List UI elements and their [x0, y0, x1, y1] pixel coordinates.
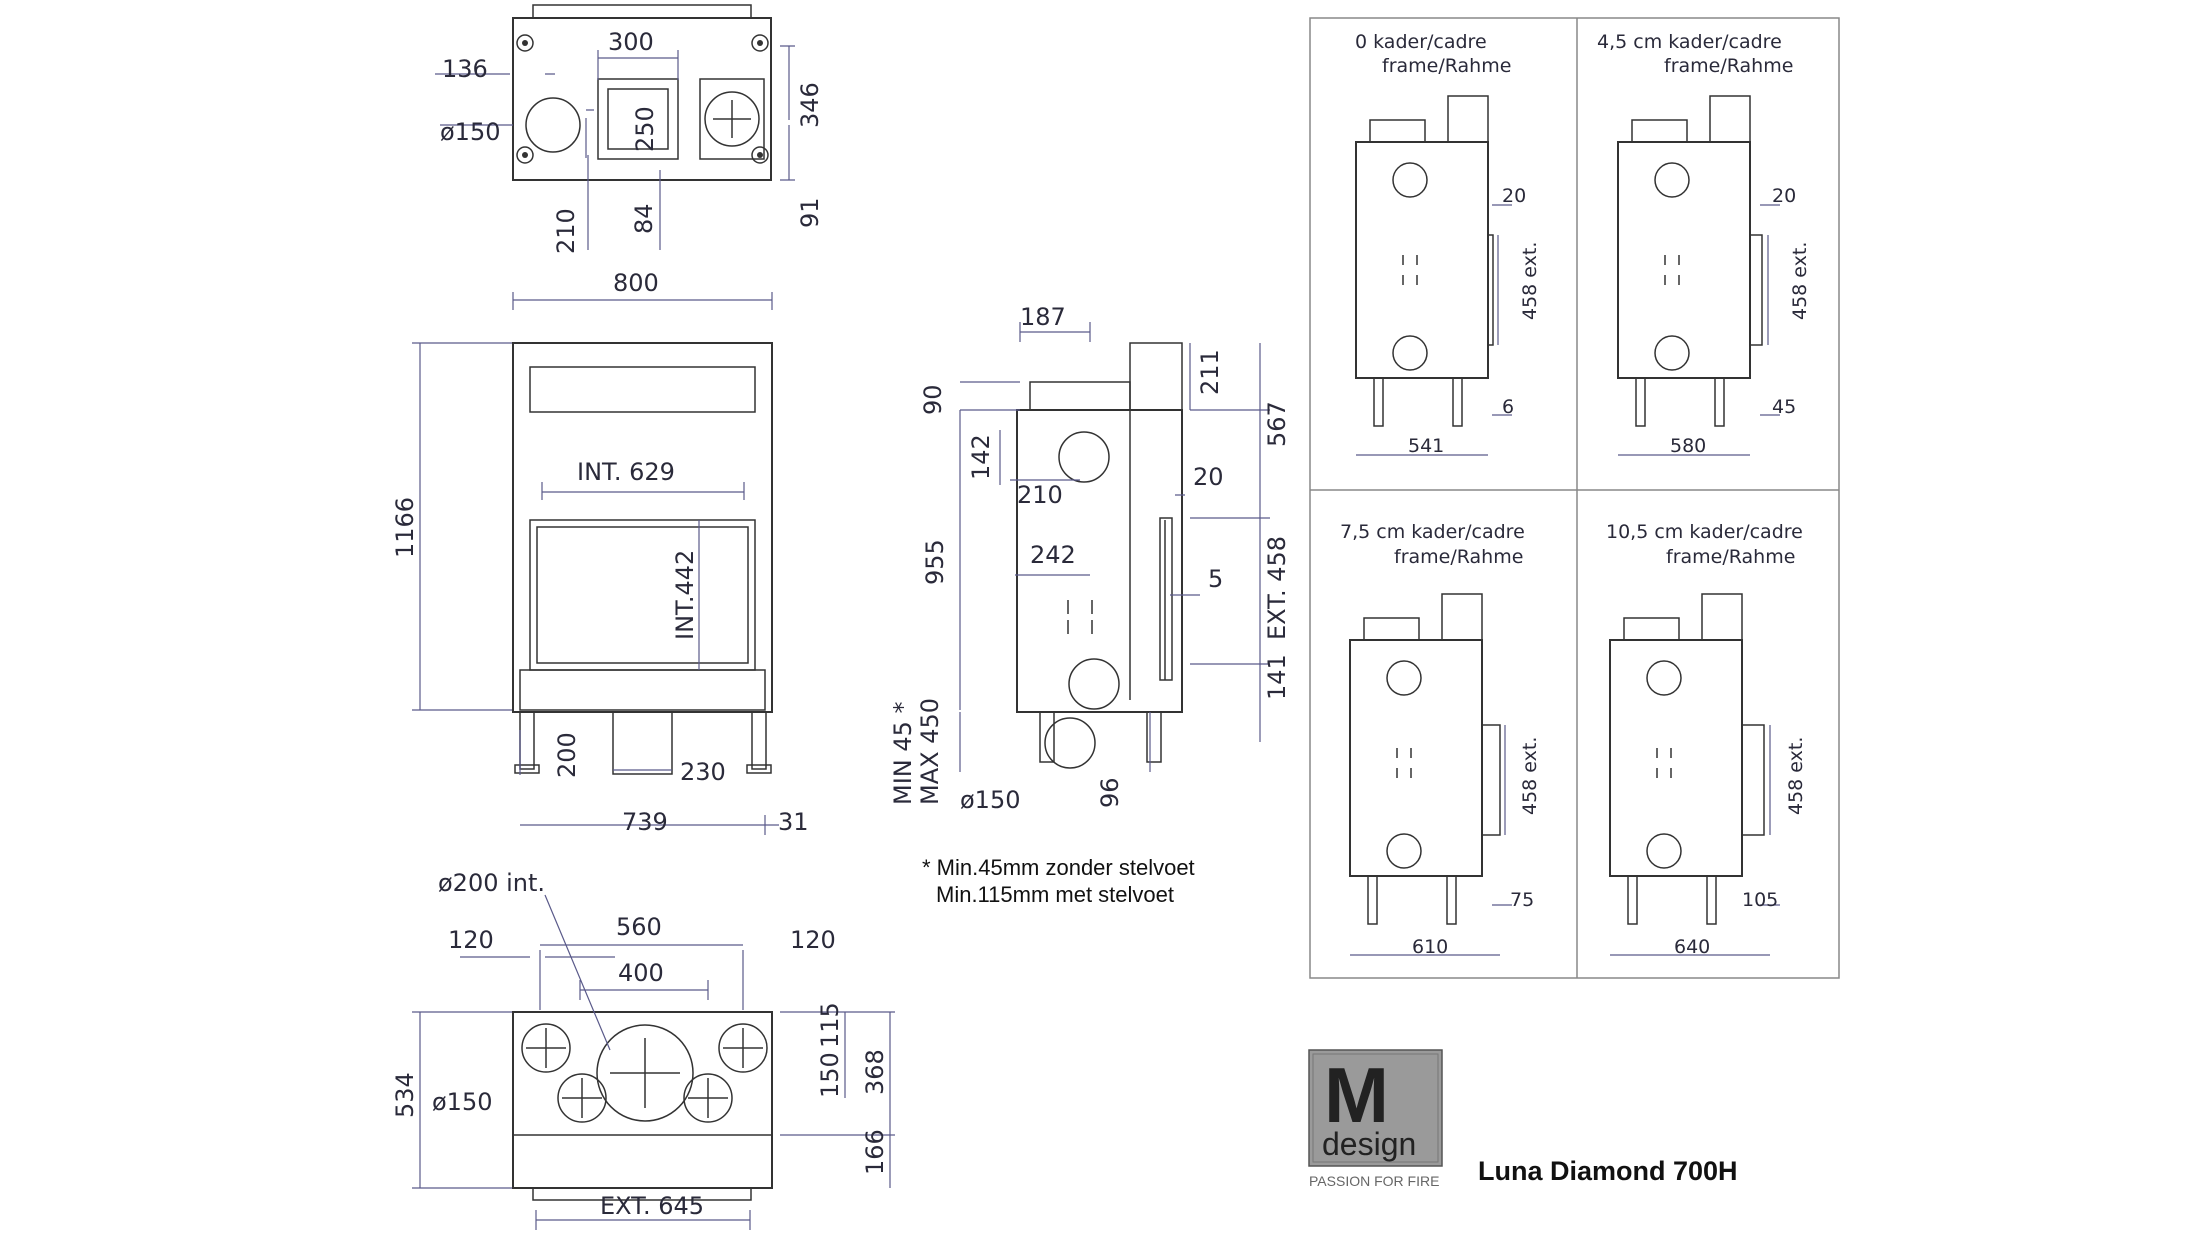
frame-panel-105: 10,5 cm kader/cadre frame/Rahme 458 ext.… — [1606, 521, 1807, 958]
bottom-dim-368: 368 — [861, 1049, 889, 1095]
side-dim-142: 142 — [967, 434, 995, 480]
frame-panel-75: 7,5 cm kader/cadre frame/Rahme 458 ext. … — [1340, 521, 1541, 958]
side-view-body — [1016, 409, 1183, 713]
front-dim-230: 230 — [680, 758, 726, 786]
side-dim-150: ø150 — [960, 786, 1021, 814]
frame-2-ext: 458 ext. — [1519, 737, 1541, 815]
front-dim-739: 739 — [622, 808, 668, 836]
side-dim-141: 141 — [1263, 654, 1291, 700]
side-dim-ext-458: EXT. 458 — [1263, 536, 1291, 640]
frame-3-width: 640 — [1674, 936, 1710, 958]
side-view: 187 211 90 567 142 210 20 955 242 5 EXT.… — [889, 303, 1291, 814]
frame-0-title2: frame/Rahme — [1382, 55, 1511, 77]
bottom-dim-120-right: 120 — [790, 926, 836, 954]
top-dim-150: ø150 — [440, 118, 501, 146]
frame-1-dim-top: 20 — [1772, 185, 1796, 207]
front-dim-800: 800 — [613, 269, 659, 297]
side-dim-242: 242 — [1030, 541, 1076, 569]
top-dim-346: 346 — [796, 82, 824, 128]
side-dim-955: 955 — [921, 539, 949, 585]
front-dim-200: 200 — [553, 732, 581, 778]
frame-0-dim-side: 6 — [1502, 396, 1514, 418]
top-dim-136: 136 — [442, 55, 488, 83]
frame-1-ext: 458 ext. — [1789, 242, 1811, 320]
front-dim-31: 31 — [778, 808, 809, 836]
bottom-dim-150b: 150 — [816, 1052, 844, 1098]
front-dim-int-442: INT.442 — [671, 550, 699, 640]
side-dim-187: 187 — [1020, 303, 1066, 331]
frame-1-title2: frame/Rahme — [1664, 55, 1793, 77]
bottom-dim-200-int: ø200 int. — [438, 869, 545, 897]
note-line-2: Min.115mm met stelvoet — [936, 882, 1174, 907]
frame-2-title: 7,5 cm kader/cadre — [1340, 521, 1525, 543]
bottom-dim-115: 115 — [816, 1002, 844, 1048]
frame-panel-45: 4,5 cm kader/cadre frame/Rahme 20 458 ex… — [1597, 31, 1811, 457]
bottom-dim-534: 534 — [391, 1072, 419, 1118]
frame-2-width: 610 — [1412, 936, 1448, 958]
top-view-body — [512, 17, 772, 181]
top-dim-210: 210 — [552, 208, 580, 254]
top-view: 300 136 ø150 250 346 210 84 91 — [435, 4, 824, 254]
side-dim-96: 96 — [1096, 777, 1124, 808]
front-dim-1166: 1166 — [391, 497, 419, 558]
top-dim-250: 250 — [631, 106, 659, 152]
frame-3-ext: 458 ext. — [1785, 737, 1807, 815]
front-view: 800 1166 INT. 629 INT.442 200 230 739 31 — [391, 269, 809, 836]
frame-0-dim-top: 20 — [1502, 185, 1526, 207]
side-dim-567: 567 — [1263, 401, 1291, 447]
frame-3-dim-side: 105 — [1742, 889, 1778, 911]
side-dim-211: 211 — [1196, 349, 1224, 395]
frame-options-grid: 0 kader/cadre frame/Rahme 20 458 ext. 6 … — [1309, 17, 1840, 979]
side-dim-20: 20 — [1193, 463, 1224, 491]
side-dim-min45: MIN 45 * — [889, 701, 917, 805]
frame-1-title: 4,5 cm kader/cadre — [1597, 31, 1782, 53]
frame-0-title: 0 kader/cadre — [1355, 31, 1487, 53]
front-dim-int-629: INT. 629 — [577, 458, 675, 486]
frame-0-width: 541 — [1408, 435, 1444, 457]
logo-letter: M — [1324, 1051, 1389, 1139]
bottom-dim-400: 400 — [618, 959, 664, 987]
frame-0-ext: 458 ext. — [1519, 242, 1541, 320]
logo-word: design — [1322, 1126, 1416, 1162]
frame-panel-0: 0 kader/cadre frame/Rahme 20 458 ext. 6 … — [1355, 31, 1541, 457]
frame-3-title2: frame/Rahme — [1666, 546, 1795, 568]
bottom-dim-560: 560 — [616, 913, 662, 941]
side-dim-90: 90 — [919, 384, 947, 415]
bottom-dim-ext-645: EXT. 645 — [600, 1192, 704, 1220]
side-dim-max450: MAX 450 — [916, 698, 944, 805]
m-design-logo: M design — [1308, 1049, 1443, 1167]
bottom-dim-166: 166 — [861, 1129, 889, 1175]
product-name: Luna Diamond 700H — [1478, 1156, 1738, 1186]
side-dim-210: 210 — [1017, 481, 1063, 509]
frame-2-title2: frame/Rahme — [1394, 546, 1523, 568]
top-dim-84: 84 — [630, 203, 658, 234]
bottom-dim-150: ø150 — [432, 1088, 493, 1116]
frame-3-title: 10,5 cm kader/cadre — [1606, 521, 1803, 543]
top-dim-300: 300 — [608, 28, 654, 56]
frame-1-width: 580 — [1670, 435, 1706, 457]
bottom-view: ø200 int. 120 560 120 400 534 ø150 115 1… — [391, 869, 895, 1230]
frame-2-dim-side: 75 — [1510, 889, 1534, 911]
frame-1-dim-side: 45 — [1772, 396, 1796, 418]
note-line-1: * Min.45mm zonder stelvoet — [922, 855, 1195, 880]
top-dim-91: 91 — [796, 197, 824, 228]
bottom-dim-120-left: 120 — [448, 926, 494, 954]
side-dim-5: 5 — [1208, 565, 1223, 593]
bottom-view-body — [512, 1011, 773, 1189]
logo-tagline: PASSION FOR FIRE — [1309, 1173, 1439, 1189]
